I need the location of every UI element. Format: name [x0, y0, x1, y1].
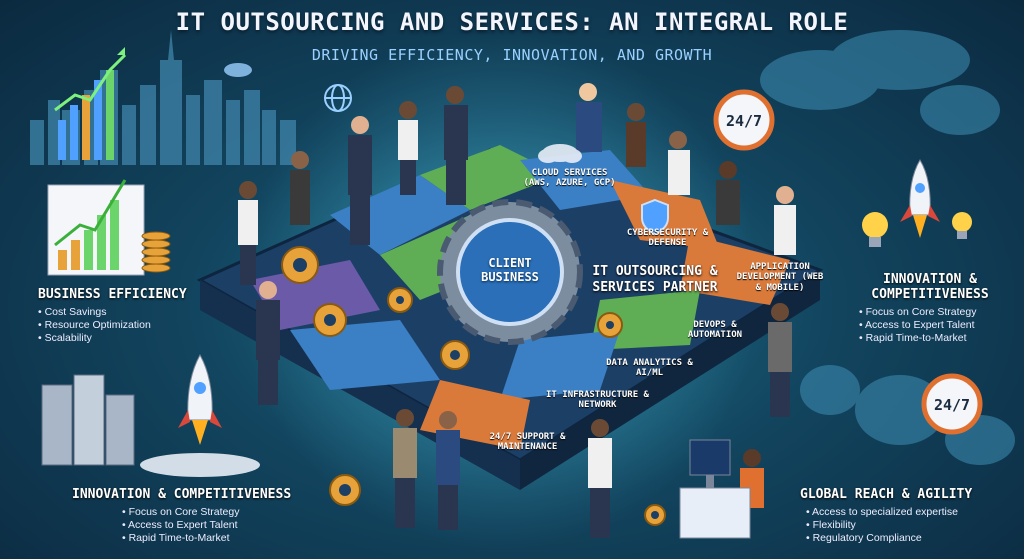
panel-innovation-bottom: INNOVATION & COMPETITIVENESS Focus on Co…: [72, 487, 332, 545]
panel-innovation-right-title-2: COMPETITIVENESS: [871, 287, 989, 302]
service-appdev-label: APPLICATION DEVELOPMENT (WEB & MOBILE): [736, 262, 824, 293]
list-item: Focus on Core Strategy: [122, 506, 332, 518]
panel-business-efficiency-list: Cost Savings Resource Optimization Scala…: [38, 306, 228, 344]
panel-innovation-right: INNOVATION & COMPETITIVENESS Focus on Co…: [845, 272, 1015, 345]
list-item: Rapid Time-to-Market: [859, 332, 1015, 344]
page-title: IT OUTSOURCING AND SERVICES: AN INTEGRAL…: [175, 8, 849, 36]
service-devops-label: DEVOPS & AUTOMATION: [687, 320, 743, 341]
people: [238, 83, 796, 538]
list-item: Flexibility: [806, 519, 1000, 531]
cloud-icon-top: [224, 63, 252, 77]
list-item: Resource Optimization: [38, 319, 228, 331]
panel-innovation-right-title-1: INNOVATION &: [883, 272, 977, 287]
list-item: Regulatory Compliance: [806, 532, 1000, 544]
partner-label: IT OUTSOURCING & SERVICES PARTNER: [592, 264, 718, 295]
list-item: Focus on Core Strategy: [859, 306, 1015, 318]
server-rack: [41, 374, 135, 466]
efficiency-chart: [47, 179, 171, 276]
cloud-icon: [538, 144, 582, 163]
service-support-label: 24/7 SUPPORT & MAINTENANCE: [489, 432, 566, 453]
list-item: Scalability: [38, 332, 228, 344]
panel-innovation-bottom-title: INNOVATION & COMPETITIVENESS: [72, 487, 292, 502]
growth-bars-top: [54, 47, 127, 160]
clock-24-7-top: 24/7: [713, 89, 775, 151]
clock-label-bottom: 24/7: [934, 396, 970, 414]
client-business-label: CLIENT BUSINESS: [481, 256, 539, 285]
panel-global-reach-title: GLOBAL REACH & AGILITY: [800, 487, 973, 502]
list-item: Access to specialized expertise: [806, 506, 1000, 518]
clock-24-7-bottom: 24/7: [921, 373, 983, 435]
page-subtitle: DRIVING EFFICIENCY, INNOVATION, AND GROW…: [311, 46, 713, 64]
panel-global-reach: GLOBAL REACH & AGILITY Access to special…: [800, 487, 1000, 545]
panel-global-reach-list: Access to specialized expertise Flexibil…: [800, 506, 1000, 544]
rocket-left: [140, 353, 260, 477]
clock-label-top: 24/7: [726, 112, 762, 130]
rocket-right: [900, 159, 940, 238]
panel-innovation-bottom-list: Focus on Core Strategy Access to Expert …: [72, 506, 332, 544]
desk-computer: [679, 439, 751, 539]
service-cloud-label: CLOUD SERVICES (AWS, AZURE, GCP): [523, 168, 616, 189]
list-item: Access to Expert Talent: [859, 319, 1015, 331]
panel-business-efficiency: BUSINESS EFFICIENCY Cost Savings Resourc…: [38, 287, 228, 345]
client-business-gear: [437, 199, 583, 345]
service-infrastructure-label: IT INFRASTRUCTURE & NETWORK: [546, 390, 649, 411]
lightbulbs: [862, 212, 972, 247]
service-data-analytics-label: DATA ANALYTICS & AI/ML: [606, 358, 693, 379]
world-map: [760, 30, 1015, 465]
panel-innovation-right-list: Focus on Core Strategy Access to Expert …: [845, 306, 1015, 344]
list-item: Rapid Time-to-Market: [122, 532, 332, 544]
list-item: Cost Savings: [38, 306, 228, 318]
service-cybersecurity-label: CYBERSECURITY & DEFENSE: [626, 228, 709, 249]
shield-icon: [641, 198, 669, 236]
panel-business-efficiency-title: BUSINESS EFFICIENCY: [38, 287, 187, 302]
list-item: Access to Expert Talent: [122, 519, 332, 531]
globe-icon: [324, 84, 352, 112]
